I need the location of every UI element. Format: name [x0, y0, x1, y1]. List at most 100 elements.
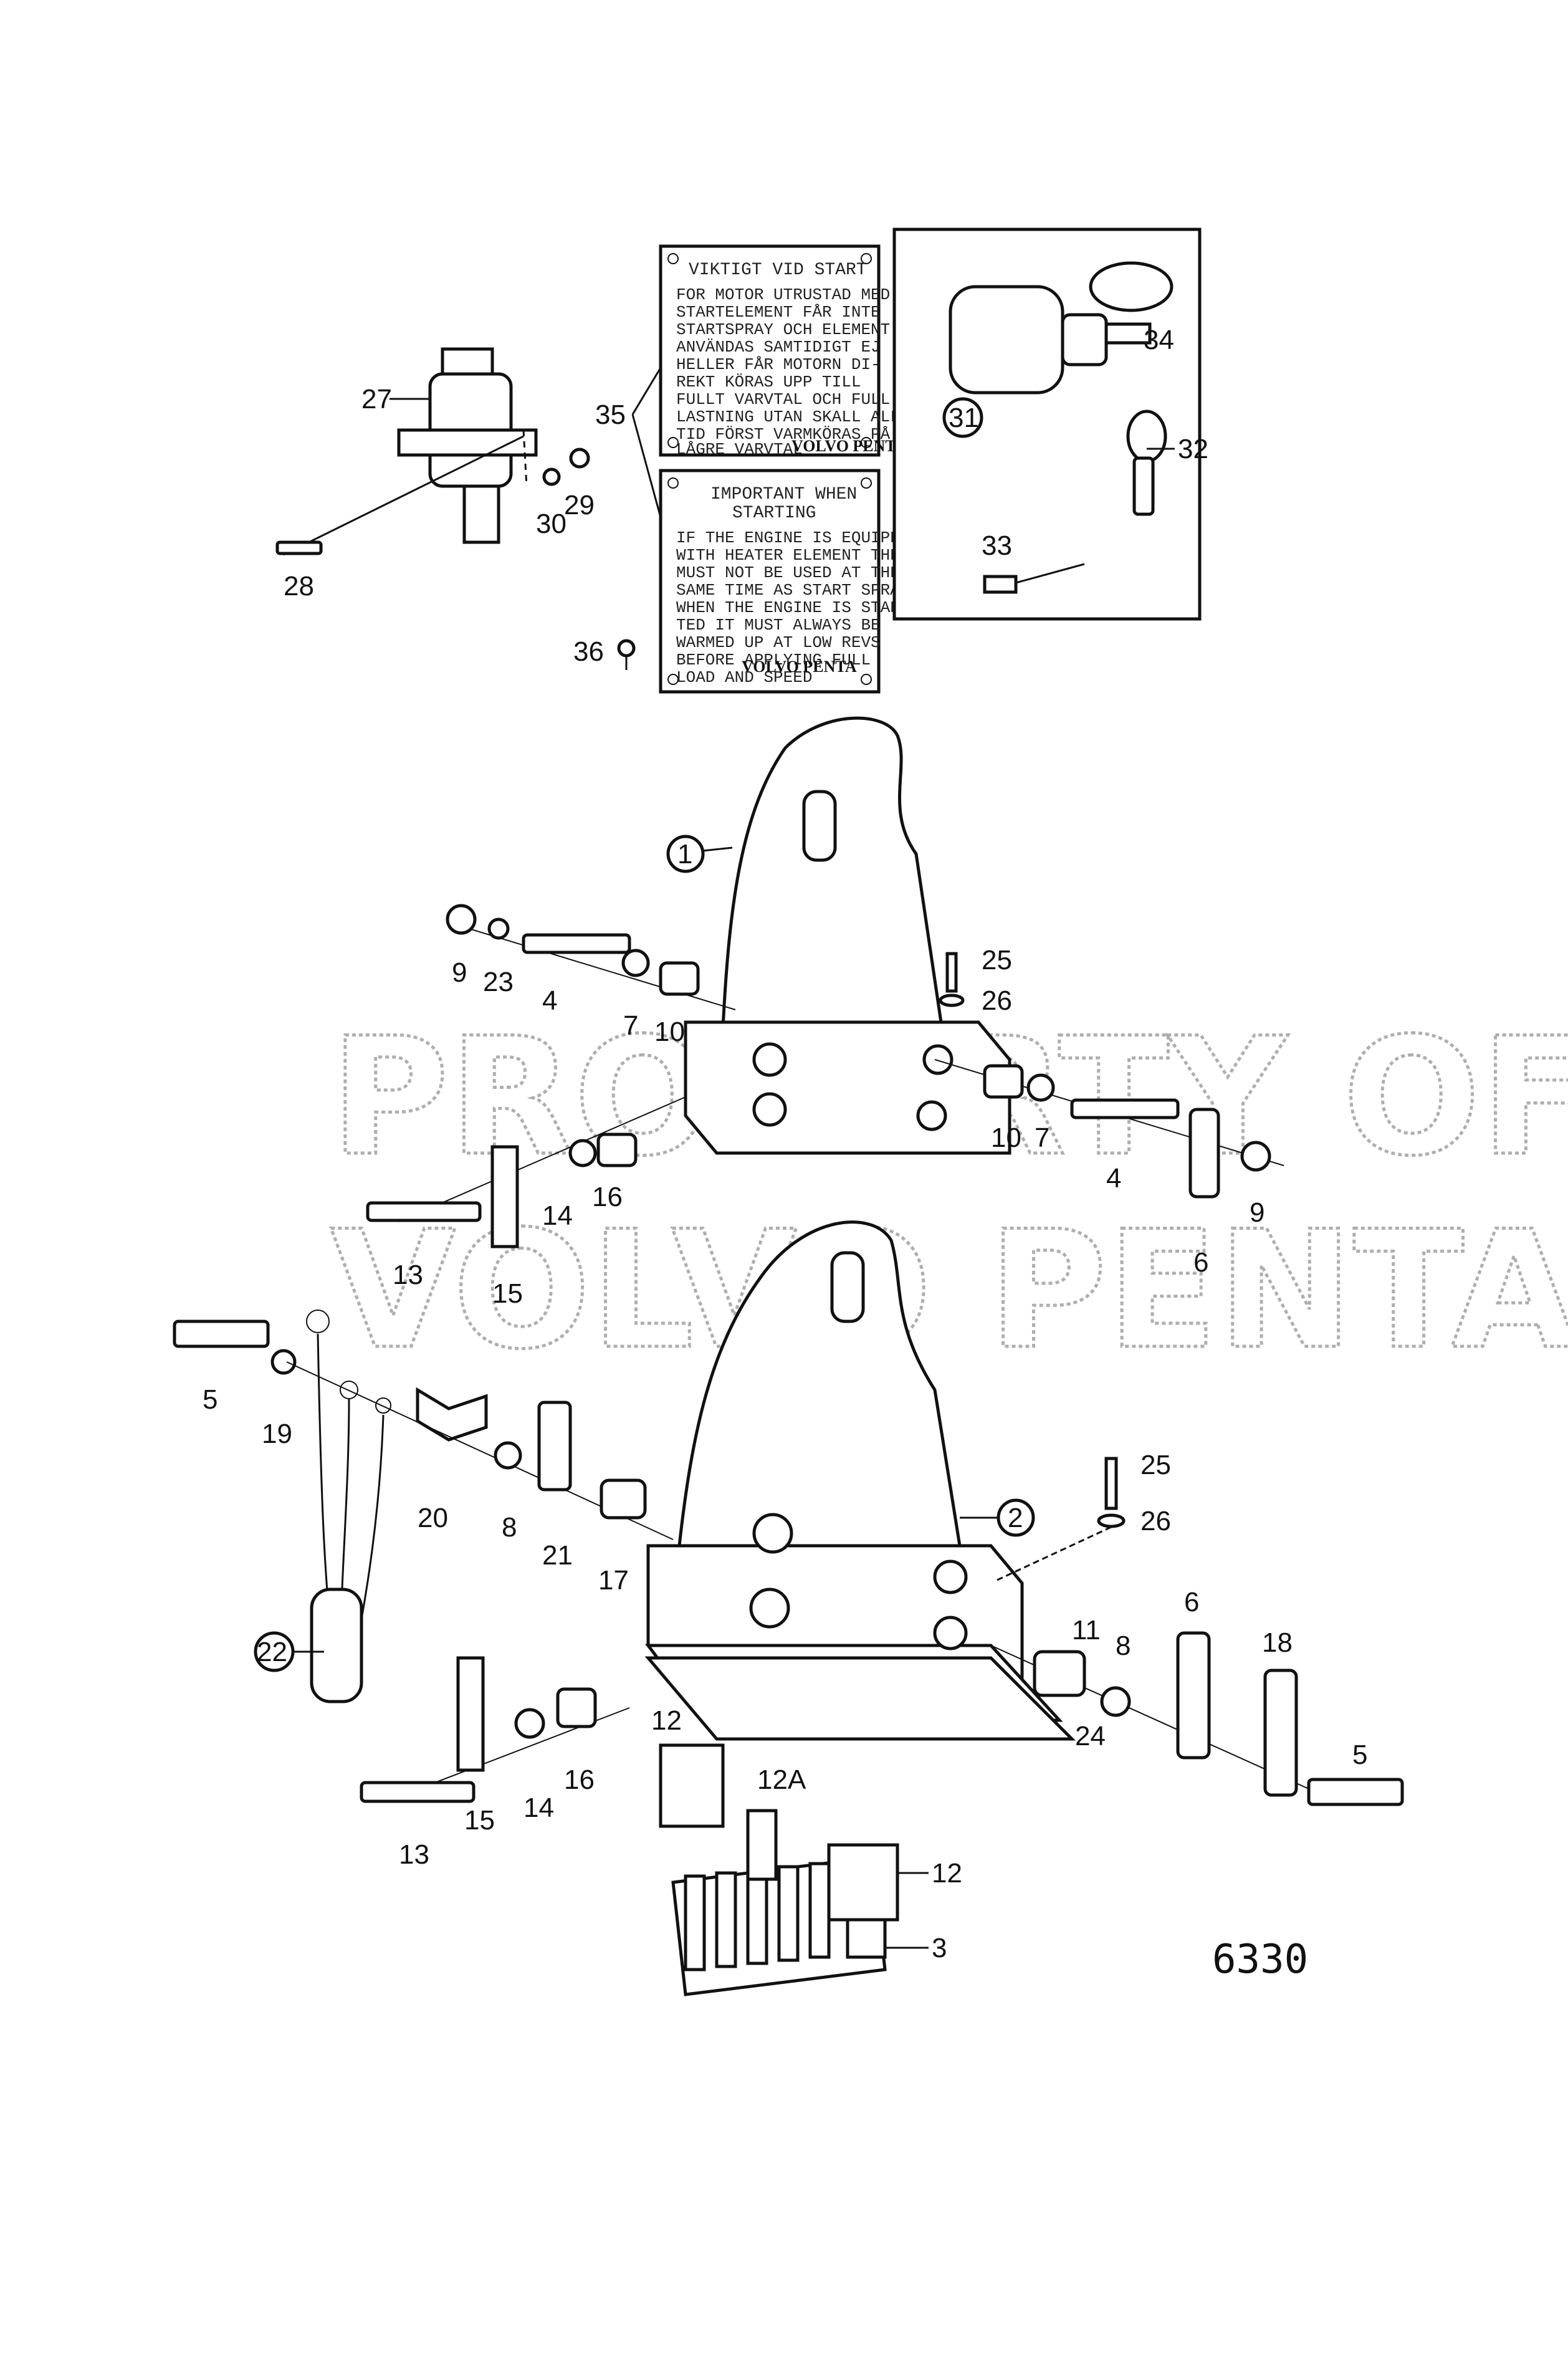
cable-harness-part-22 [306, 1310, 391, 1703]
sign-english-line-8: BEFORE APPLYING FULL [676, 651, 871, 669]
nut-part-9-upper [446, 904, 477, 935]
sign-english-line-7: WARMED UP AT LOW REVS [676, 633, 881, 652]
sign-swedish-line-3: STARTSPRAY OCH ELEMENT [676, 320, 890, 339]
callout-12A: 12A [757, 1765, 806, 1795]
callout-22: 22 [257, 1637, 287, 1667]
washer-part-19 [270, 1349, 297, 1375]
figure-number: 6330 [1212, 1937, 1308, 1983]
sign-english-line-2: WITH HEATER ELEMENT THEY [676, 546, 910, 565]
callout-36: 36 [573, 636, 604, 667]
ignition-switch-kit-box [892, 228, 1202, 621]
bushing-part-16-upper [596, 1133, 638, 1167]
intake-bend-part-1 [684, 716, 1011, 1155]
washer-part-14-lower [514, 1708, 545, 1739]
shield-part-12A [746, 1809, 778, 1881]
sign-english-line-6: TED IT MUST ALWAYS BE [676, 616, 881, 635]
sign-swedish-line-10: LÅGRE VARVTAL [676, 440, 803, 459]
sign-swedish-line-5: HELLER FÅR MOTORN DI- [676, 355, 881, 374]
sign-english-title-1: IMPORTANT WHEN [710, 485, 857, 504]
callout-10-right: 10 [991, 1123, 1021, 1153]
sign-swedish-line-4: ANVÄNDAS SAMTIDIGT EJ [676, 338, 881, 357]
tool-part-33 [983, 563, 1085, 594]
callout-35: 35 [595, 400, 626, 430]
callout-16-upper: 16 [592, 1182, 623, 1212]
sign-english-title-2: STARTING [732, 504, 816, 523]
callout-12-left: 12 [651, 1705, 682, 1736]
bolt-part-25-lower [1104, 1457, 1118, 1510]
screw-part-36 [617, 639, 636, 670]
callout-9-upper: 9 [452, 957, 467, 988]
bushing-part-17 [600, 1478, 647, 1520]
callout-19: 19 [262, 1419, 292, 1449]
callout-11: 11 [1072, 1615, 1101, 1645]
bolt-part-13-lower [360, 1781, 476, 1803]
plate-part-6-lower [1176, 1631, 1211, 1760]
nut-part-9-right [1240, 1141, 1271, 1172]
sign-swedish-line-1: FOR MOTOR UTRUSTAD MED [676, 285, 890, 304]
callout-1-circle [666, 835, 705, 873]
callout-12-right: 12 [932, 1858, 962, 1889]
callout-16-lower: 16 [564, 1765, 595, 1795]
plate-part-21 [537, 1401, 572, 1492]
washer-part-7-upper [621, 949, 650, 977]
callout-21: 21 [542, 1540, 573, 1571]
clip-part-15-upper [490, 1145, 519, 1248]
bushing-part-16-lower [556, 1687, 597, 1728]
bolt-part-5-right [1307, 1778, 1404, 1806]
callout-13-lower: 13 [399, 1839, 429, 1870]
callout-25-upper: 25 [982, 945, 1012, 975]
shield-part-12-right [827, 1843, 899, 1922]
sign-swedish-line-8: LASTNING UTAN SKALL ALL- [676, 408, 909, 426]
washer-part-23 [487, 917, 510, 940]
sign-swedish-line-7: FULLT VARVTAL OCH FULL BE- [676, 390, 929, 409]
washer-part-8-right [1100, 1686, 1131, 1717]
callout-31: 31 [949, 403, 979, 433]
callout-6-upper: 6 [1193, 1247, 1208, 1278]
callout-32: 32 [1178, 434, 1208, 464]
sign-english-brand: VOLVO PENTA [742, 658, 857, 676]
bolt-part-25-upper [945, 952, 958, 993]
callout-14-lower: 14 [523, 1793, 554, 1823]
washer-part-14-upper [568, 1139, 597, 1167]
callout-14-upper: 14 [542, 1200, 573, 1231]
sign-swedish-title: VIKTIGT VID START [689, 261, 867, 280]
clip-part-20 [416, 1387, 488, 1442]
ignition-switch-part-31 [949, 285, 1152, 395]
plate-part-18 [1263, 1669, 1298, 1797]
callout-8-right: 8 [1116, 1631, 1131, 1661]
callout-20: 20 [418, 1503, 448, 1533]
washer-part-8-left [494, 1441, 522, 1470]
callout-24: 24 [1075, 1721, 1106, 1751]
callout-9-right: 9 [1250, 1197, 1264, 1228]
callout-15-lower: 15 [464, 1805, 495, 1836]
callout-27: 27 [361, 384, 392, 414]
sign-swedish-line-6: REKT KÖRAS UPP TILL [676, 373, 861, 391]
instruction-sign-english: IMPORTANT WHEN STARTING IF THE ENGINE IS… [659, 469, 919, 694]
callout-8-left: 8 [502, 1512, 517, 1543]
callout-4-upper: 4 [542, 985, 557, 1016]
callout-5-right: 5 [1352, 1740, 1367, 1770]
shield-part-12-left [659, 1743, 725, 1828]
callout-2: 2 [1008, 1503, 1023, 1533]
callout-31-circle [942, 397, 983, 438]
sign-english-line-5: WHEN THE ENGINE IS STAR- [676, 598, 909, 617]
callout-6-lower: 6 [1184, 1587, 1199, 1617]
plate-part-6-upper [1188, 1108, 1220, 1199]
bushing-part-11 [1033, 1650, 1086, 1697]
washer-part-26-upper [939, 994, 965, 1007]
callout-29: 29 [564, 490, 595, 520]
washer-part-26-lower [1097, 1513, 1126, 1528]
sign-english-line-1: IF THE ENGINE IS EQUIPPED [676, 529, 919, 547]
callout-33: 33 [982, 530, 1012, 561]
callout-10-upper: 10 [654, 1017, 685, 1047]
callout-26-lower: 26 [1140, 1506, 1171, 1536]
washer-part-7-right [1026, 1073, 1055, 1102]
stud-part-4-upper [522, 933, 631, 954]
sign-swedish-line-2: STARTELEMENT FÅR INTE [676, 303, 881, 322]
nut-part-29 [569, 448, 590, 469]
callout-5-left: 5 [203, 1384, 218, 1415]
callout-26-upper: 26 [982, 985, 1012, 1016]
callout-13-upper: 13 [393, 1260, 423, 1290]
clip-part-15-lower [456, 1656, 485, 1772]
sign-english-line-9: LOAD AND SPEED [676, 668, 812, 687]
